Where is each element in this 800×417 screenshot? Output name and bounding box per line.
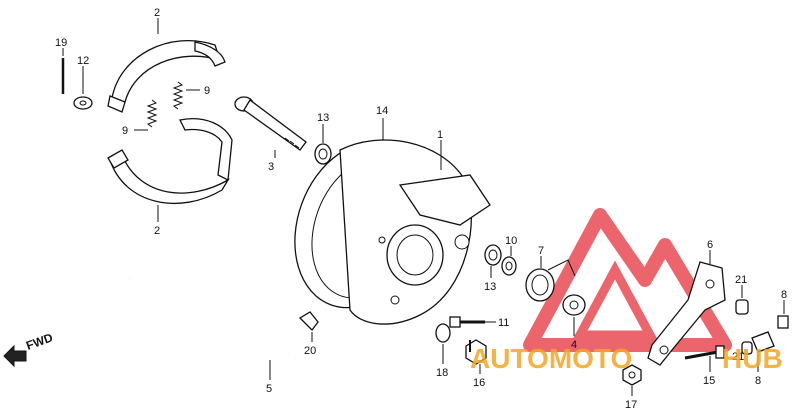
label-part-20: 20 — [304, 345, 316, 357]
fwd-label: FWD — [24, 330, 55, 353]
watermark-text-hub: HUB — [722, 343, 783, 374]
label-part-13-top: 13 — [317, 112, 329, 124]
label-part-14: 14 — [376, 105, 388, 117]
joint-pin-8-top — [777, 300, 789, 329]
wear-indicator-plate — [562, 294, 586, 336]
label-part-1: 1 — [437, 129, 443, 141]
washer-12 — [73, 66, 93, 110]
washer-10 — [501, 246, 517, 276]
label-part-15: 15 — [703, 375, 715, 387]
clip-20 — [298, 311, 319, 342]
label-part-2-bottom: 2 — [154, 225, 160, 237]
nut-17 — [622, 364, 642, 396]
label-part-8-bottom: 8 — [755, 375, 761, 387]
joint-pin-8-bottom — [751, 331, 775, 372]
label-part-5: 5 — [266, 383, 272, 395]
return-spring — [525, 256, 576, 302]
washer-18 — [435, 323, 451, 364]
brake-rod — [129, 276, 341, 380]
label-part-7: 7 — [538, 245, 544, 257]
label-part-13-bottom: 13 — [484, 281, 496, 293]
label-part-4: 4 — [571, 339, 577, 351]
pin-21-top — [735, 285, 749, 315]
bolt-11 — [449, 316, 496, 328]
label-part-2-top: 2 — [154, 7, 160, 19]
label-part-19: 19 — [55, 37, 67, 49]
spring-upper — [172, 81, 200, 110]
label-part-3: 3 — [268, 161, 274, 173]
label-part-8-top: 8 — [781, 289, 787, 301]
part-labels: 2 2 19 12 9 9 3 13 14 1 10 7 13 6 21 8 1… — [55, 7, 787, 411]
label-part-9-top: 9 — [204, 85, 210, 97]
bolt-15 — [684, 345, 725, 372]
label-part-21-top: 21 — [735, 274, 747, 286]
brake-panel — [294, 118, 491, 325]
brake-shoe-top — [107, 18, 226, 113]
fwd-arrow: FWD — [3, 330, 55, 368]
watermark-text-automoto: AUTOMOTO — [470, 343, 632, 374]
seal-13-top — [314, 124, 332, 165]
label-part-16: 16 — [473, 377, 485, 389]
label-part-6: 6 — [707, 239, 713, 251]
label-part-17: 17 — [625, 399, 637, 411]
brake-shoe-bottom — [107, 118, 233, 222]
watermark-text: AUTOMOTO HUB — [470, 343, 783, 374]
pin-21-bottom — [741, 341, 753, 355]
watermark-logo — [523, 208, 732, 352]
label-part-9-bottom: 9 — [122, 125, 128, 137]
label-part-11: 11 — [498, 317, 509, 329]
label-part-10: 10 — [505, 235, 517, 247]
label-part-18: 18 — [436, 367, 448, 379]
brake-cam-shaft — [234, 96, 307, 158]
brake-arm — [647, 250, 726, 366]
label-part-12: 12 — [77, 55, 89, 67]
spring-lower — [134, 99, 158, 131]
label-part-21-bottom: 21 — [732, 351, 744, 363]
bolt-16 — [465, 339, 487, 374]
seal-13-bottom — [484, 244, 502, 278]
